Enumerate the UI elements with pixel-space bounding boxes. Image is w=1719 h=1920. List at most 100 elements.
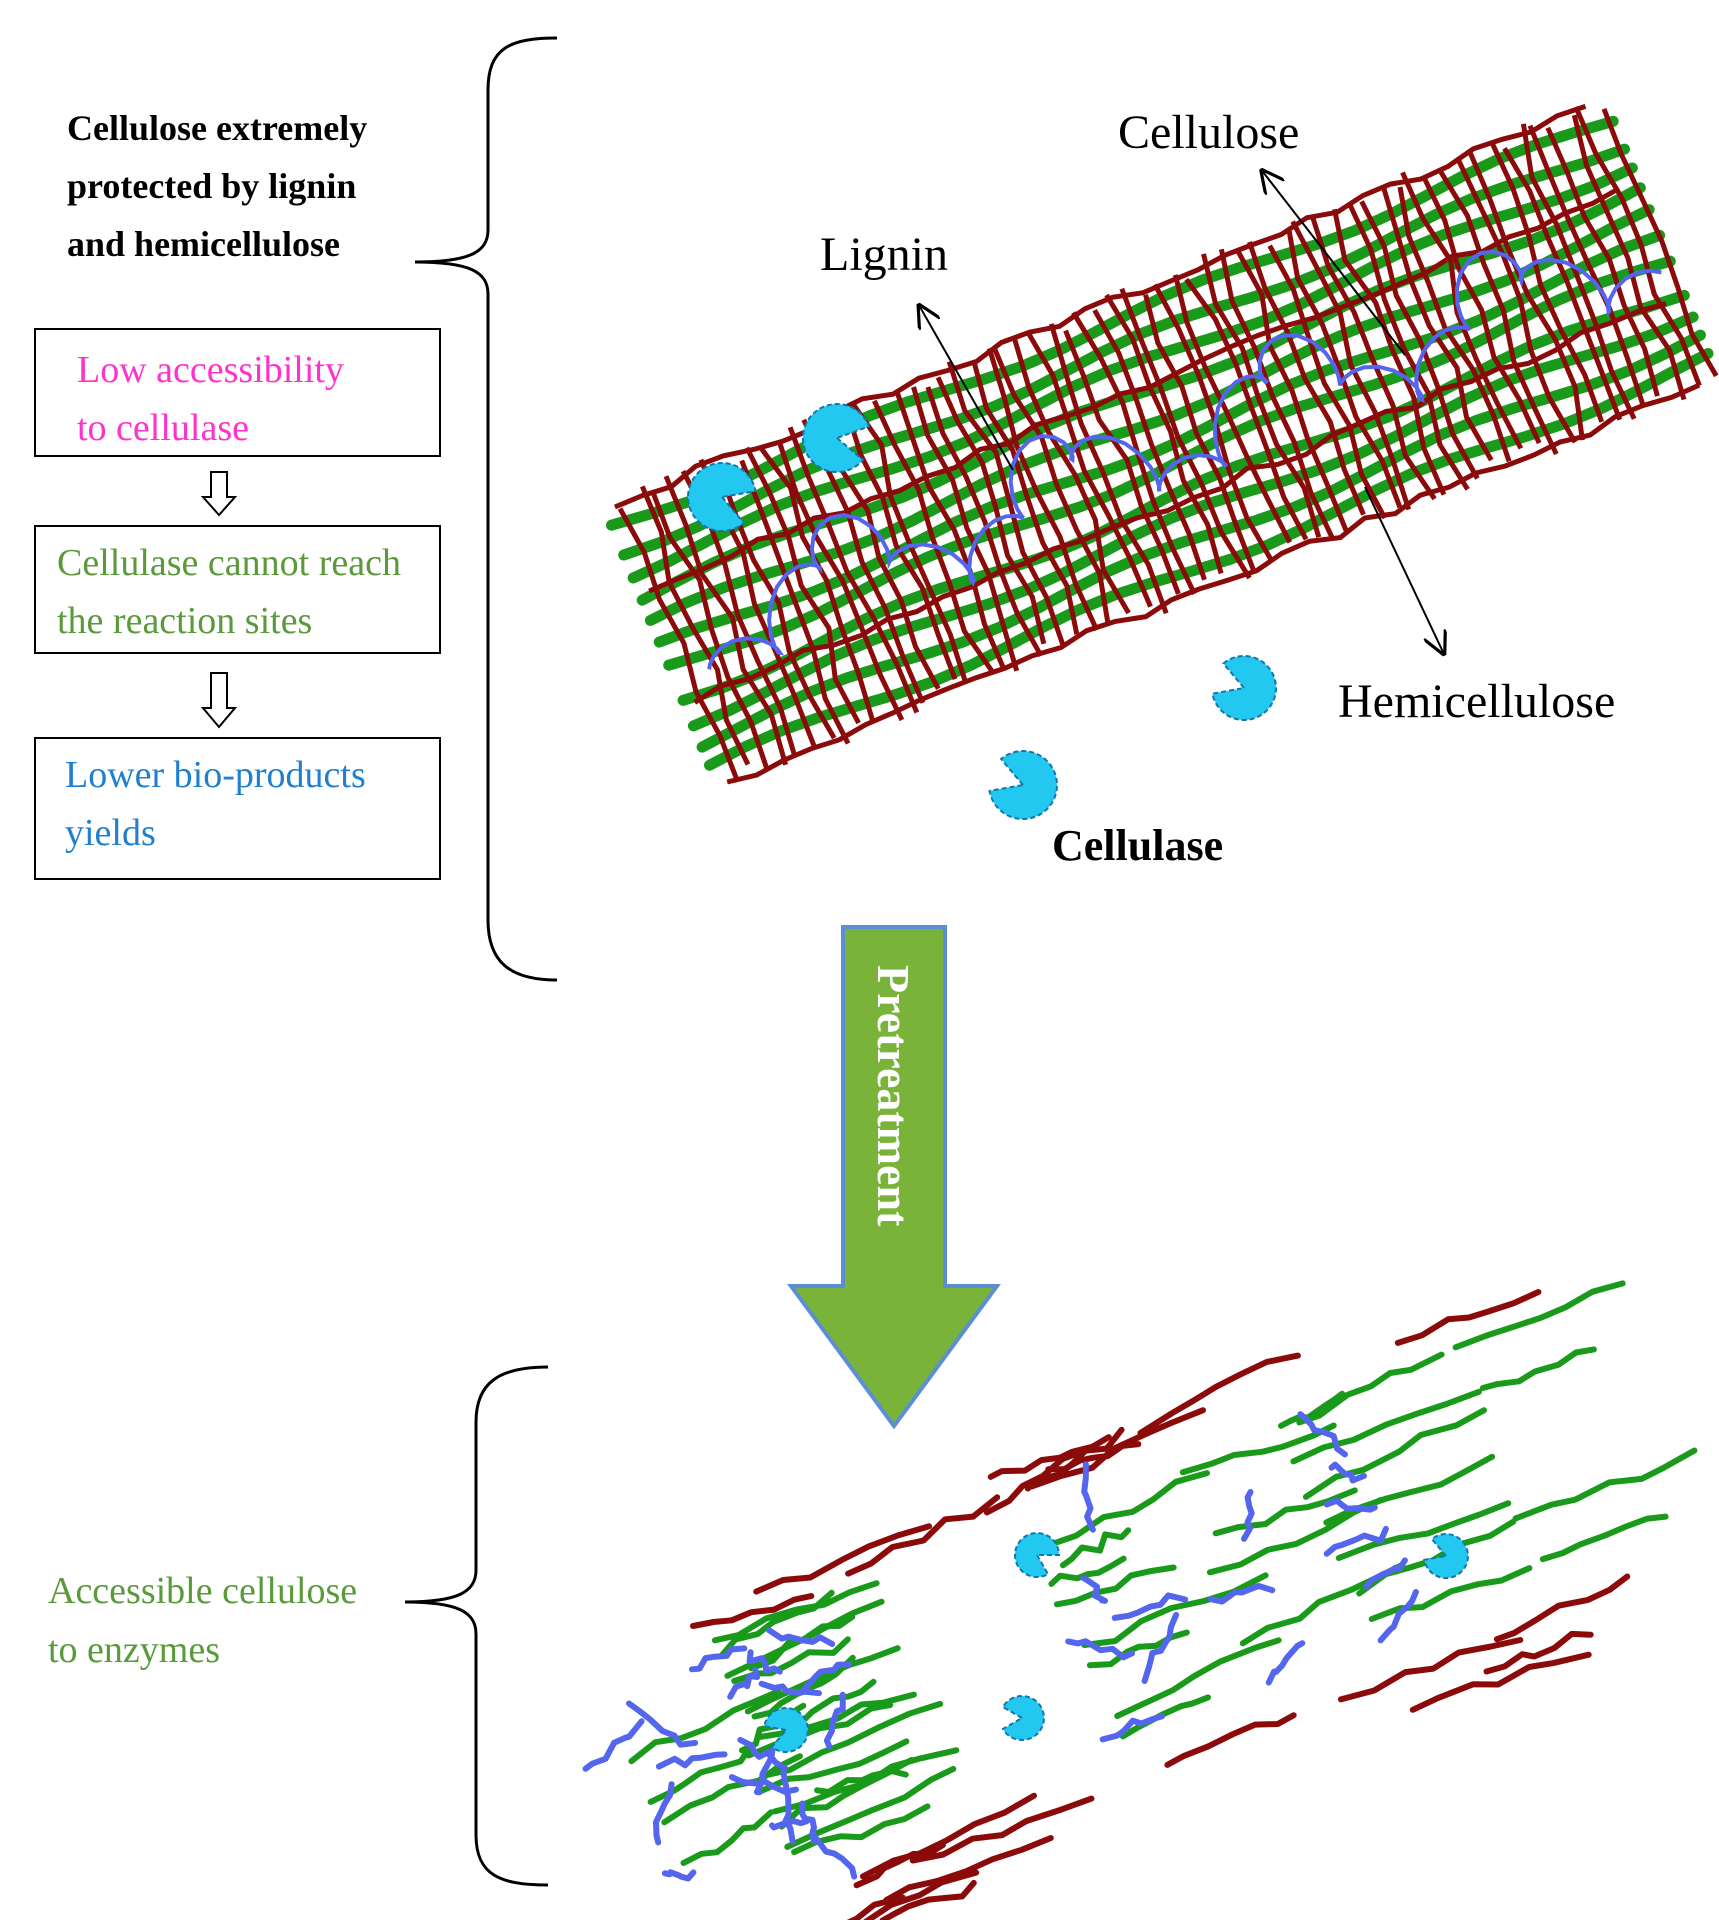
cellulase-label: Cellulase (1052, 821, 1223, 870)
lignin-strand (1397, 186, 1512, 463)
lignin-strand (986, 347, 1100, 632)
hemicellulose-fragment (823, 1691, 846, 1750)
lignin-strand (787, 426, 920, 714)
protection-heading-line-2: protected by lignin (67, 166, 356, 206)
pacman-enzyme-icon (687, 461, 757, 532)
cellulose-fragment (1119, 1694, 1211, 1740)
hemicellulose-fragment (1241, 1489, 1255, 1542)
flow-box-lower-yields: Lower bio-products yields (34, 737, 441, 880)
lignin-strand (1332, 208, 1447, 496)
pretreatment-arrow (787, 925, 1001, 1430)
lignin-strand (1143, 294, 1256, 572)
lignin-strand (843, 407, 958, 680)
lignin-strand (1172, 274, 1293, 544)
lignin-strand (850, 401, 968, 684)
lignin-strand (1438, 170, 1559, 456)
pacman-enzyme-icon (763, 1706, 809, 1753)
hemicellulose-fragment (1377, 1589, 1419, 1644)
hemicellulose-fragment (758, 1680, 822, 1697)
cellulose-fragment (724, 1598, 885, 1679)
lignin-strand (971, 360, 1080, 635)
lignin-strand (758, 445, 876, 723)
cellulose-fragment (628, 1688, 782, 1765)
lignin-strand (1025, 330, 1153, 608)
lignin-strand (1247, 241, 1366, 516)
hemicellulose-fragment (810, 1832, 858, 1880)
lignin-fragment (1409, 1651, 1592, 1713)
pacman-enzyme-icon (1001, 1695, 1045, 1741)
hemicellulose-fragment (1297, 1411, 1348, 1458)
cellulose-fragment (784, 1765, 957, 1850)
flow-box-line: Lower bio-products (65, 754, 366, 796)
lignin-strand (663, 475, 789, 766)
lignin-strand (1571, 114, 1687, 401)
hemicellulose-strand (707, 249, 1662, 671)
lignin-strand (1218, 248, 1336, 541)
lignin-fragment (753, 1523, 933, 1595)
hemicellulose-fragment (1081, 1461, 1096, 1533)
lignin-strand (739, 459, 851, 745)
cellulose-fragment (718, 1589, 835, 1659)
hemicellulose-fragment (737, 1736, 788, 1772)
result-text: Accessible cellulose to enzymes (48, 1570, 367, 1671)
cellulose-fragment (1296, 1351, 1445, 1426)
pacman-enzyme-icon (1423, 1533, 1469, 1580)
lignin-fragment (859, 1792, 1037, 1880)
lignin-strand (1063, 329, 1181, 595)
protection-heading-line-3: and hemicellulose (67, 224, 340, 264)
protection-heading-line-1: Cellulose extremely (67, 108, 367, 148)
flow-box-text: Lower bio-products yields (65, 754, 375, 854)
hemicellulose-fragment (653, 1781, 675, 1846)
lignin-strand (639, 485, 751, 766)
cellulose-fragment (1046, 1470, 1210, 1548)
lignin-strand (744, 446, 861, 725)
cellulose-strand (644, 204, 1655, 626)
lignin-strand (693, 301, 1667, 705)
flow-box-text: Cellulase cannot reach the reaction site… (57, 542, 410, 642)
cellulose-fragment (1512, 1447, 1698, 1522)
result-line: to enzymes (48, 1629, 220, 1671)
hemicellulose-fragment (689, 1645, 748, 1673)
hemicellulose-fragment (1080, 1574, 1108, 1604)
cellulose-fragment (1368, 1565, 1533, 1622)
hemicellulose-fragment (766, 1627, 836, 1647)
lignin-strand (925, 386, 1044, 658)
hemicellulose-fragment (1065, 1638, 1135, 1661)
lignin-strand (992, 348, 1111, 625)
lignin-fragment (987, 1443, 1096, 1480)
enzyme-group-top (687, 403, 1277, 821)
lignin-label: Lignin (820, 228, 948, 281)
enzyme-group-bottom (763, 1532, 1469, 1753)
hemicellulose-fragment (626, 1700, 699, 1748)
lignin-strand (648, 186, 1621, 594)
lignin-fragment (1483, 1630, 1594, 1675)
lignin-strand (1400, 171, 1524, 450)
lignin-fragment (1394, 1289, 1542, 1346)
lignin-strand (617, 507, 741, 783)
cellulose-pointer-arrow (1263, 172, 1406, 356)
hemicellulose-fragment (1207, 1583, 1276, 1605)
lignin-strand (1119, 287, 1252, 580)
cellulose-fragment (1054, 1564, 1177, 1608)
result-line: Accessible cellulose (48, 1570, 357, 1612)
cellulose-fragment (680, 1809, 775, 1866)
cellulose-fragment (1114, 1637, 1282, 1719)
flow-box-cannot-reach: Cellulase cannot reach the reaction site… (34, 525, 441, 654)
lignin-strand (1359, 200, 1480, 480)
hemicellulose-fragment (655, 1751, 728, 1770)
pacman-enzyme-icon (988, 750, 1058, 821)
hemicellulose-fragment (1328, 1461, 1367, 1484)
hemicellulose-fragment (1323, 1497, 1378, 1513)
lignin-fragment (1137, 1352, 1301, 1436)
cellulose-fragment (1179, 1422, 1337, 1476)
lignin-strand (935, 376, 1047, 645)
cellulose-fragment (1059, 1527, 1132, 1569)
cellulose-fragment (759, 1700, 944, 1779)
lignin-strand (1290, 220, 1412, 511)
lignin-strand (1601, 108, 1719, 378)
flow-box-line: Low accessibility (77, 349, 344, 391)
flow-box-frame (34, 328, 441, 457)
flow-box-frame (34, 737, 441, 880)
hemicellulose-fragment (728, 1774, 799, 1795)
